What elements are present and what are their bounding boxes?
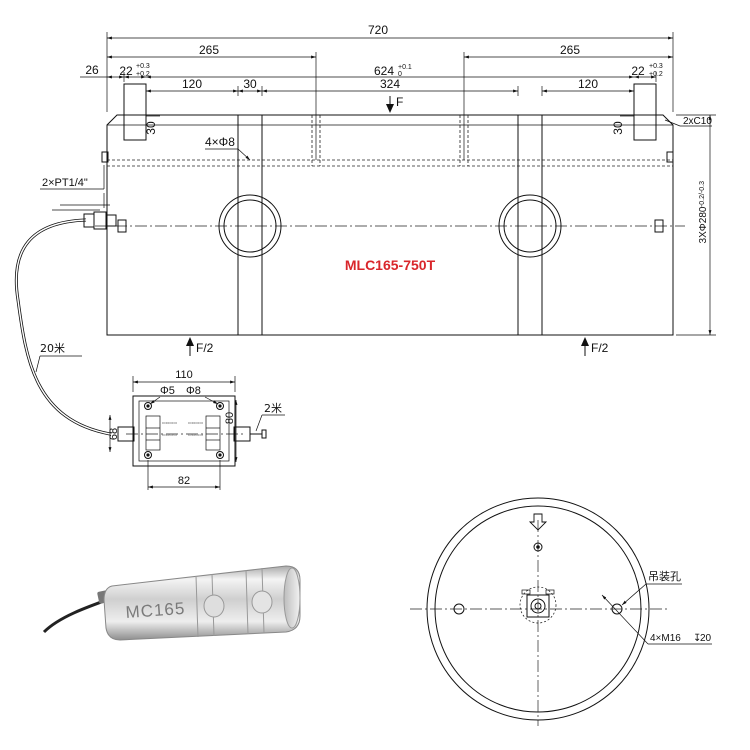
model-label: MLC165-750T: [345, 257, 436, 273]
left-bearing-block: [123, 83, 147, 141]
right-bore-outer: [498, 194, 562, 258]
dim-groove-width: 30: [243, 77, 257, 91]
product-photo: MC165: [42, 565, 301, 641]
box-height-left: 68: [108, 428, 120, 440]
force-left: F/2: [196, 341, 214, 355]
lifting-hole-label: 吊装孔: [648, 570, 681, 583]
thread-label: 4×M16: [650, 633, 681, 644]
dim-right-offset: 265: [560, 43, 580, 57]
dim-left-bearing: 22: [119, 64, 133, 78]
left-groove: [237, 114, 263, 336]
dim-right-step: 120: [578, 77, 598, 91]
load-cell-body-outline: [106, 114, 674, 336]
dim-overall-length: 720: [368, 23, 388, 37]
svg-text:▭▭▭▭: ▭▭▭▭: [188, 420, 203, 425]
svg-text:▭▭▭▭: ▭▭▭▭: [162, 420, 177, 425]
svg-text:▭▭▭▭: ▭▭▭▭: [162, 432, 177, 437]
box-width: 110: [175, 369, 193, 381]
dim-right-bearing-tol-lower: +0.2: [649, 71, 663, 78]
left-bore-inner: [223, 199, 277, 253]
dim-left-offset: 265: [199, 43, 219, 57]
dim-span: 624: [374, 64, 394, 78]
dim-left-depth: 30: [144, 121, 158, 135]
thread-depth: 20: [700, 633, 712, 644]
dim-center-span: 324: [380, 77, 400, 91]
box-hole-b: Φ8: [186, 385, 201, 397]
svg-text:↧: ↧: [693, 633, 701, 644]
dim-span-tol-lower: 0: [398, 71, 402, 78]
left-bore-outer: [218, 194, 282, 258]
dim-right-depth: 30: [611, 121, 625, 135]
right-bearing-block: [633, 83, 657, 141]
dim-left-bearing-tol-upper: +0.3: [136, 63, 150, 70]
dim-span-tol-upper: +0.1: [398, 64, 412, 71]
main-cable: [14, 218, 111, 436]
dim-chamfer: 2xC10: [683, 116, 712, 127]
cable-assembly: 20米: [14, 204, 117, 436]
right-groove: [517, 114, 543, 336]
dim-left-bearing-tol-lower: +0.2: [136, 71, 150, 78]
right-bore-inner: [503, 199, 557, 253]
photo-label: MC165: [125, 599, 186, 622]
dim-right-bearing: 22: [631, 64, 645, 78]
dim-diameter-tol: -0.2/-0.3: [699, 181, 706, 207]
dim-right-bearing-tol-upper: +0.3: [649, 63, 663, 70]
force-center: F: [396, 95, 403, 109]
junction-box: 110 Φ5 Φ8 ▭▭▭▭ ▭▭▭▭ ▭▭▭▭ ▭▭▭▭ 68: [108, 369, 285, 490]
dim-left-step: 120: [182, 77, 202, 91]
box-hole-a: Φ5: [160, 385, 175, 397]
end-view: 吊装孔 4×M16 ↧ 20: [410, 497, 712, 726]
dim-left-end: 26: [85, 63, 99, 77]
dim-port: 2×PT1/4": [42, 177, 88, 189]
box-inner-width: 82: [178, 475, 190, 487]
dim-diameter: 3XΦ280: [698, 206, 709, 243]
dim-holes: 4×Φ8: [205, 135, 235, 149]
force-right: F/2: [591, 341, 609, 355]
cable-short-length: 2米: [264, 402, 282, 415]
svg-text:▭▭▭▭: ▭▭▭▭: [188, 432, 203, 437]
front-view: 720 265 265 26 22 +0.3 +0.2 624 +0.1 0 2…: [40, 23, 716, 356]
cable-main-length: 20米: [40, 342, 65, 355]
box-height-right: 80: [224, 412, 236, 424]
